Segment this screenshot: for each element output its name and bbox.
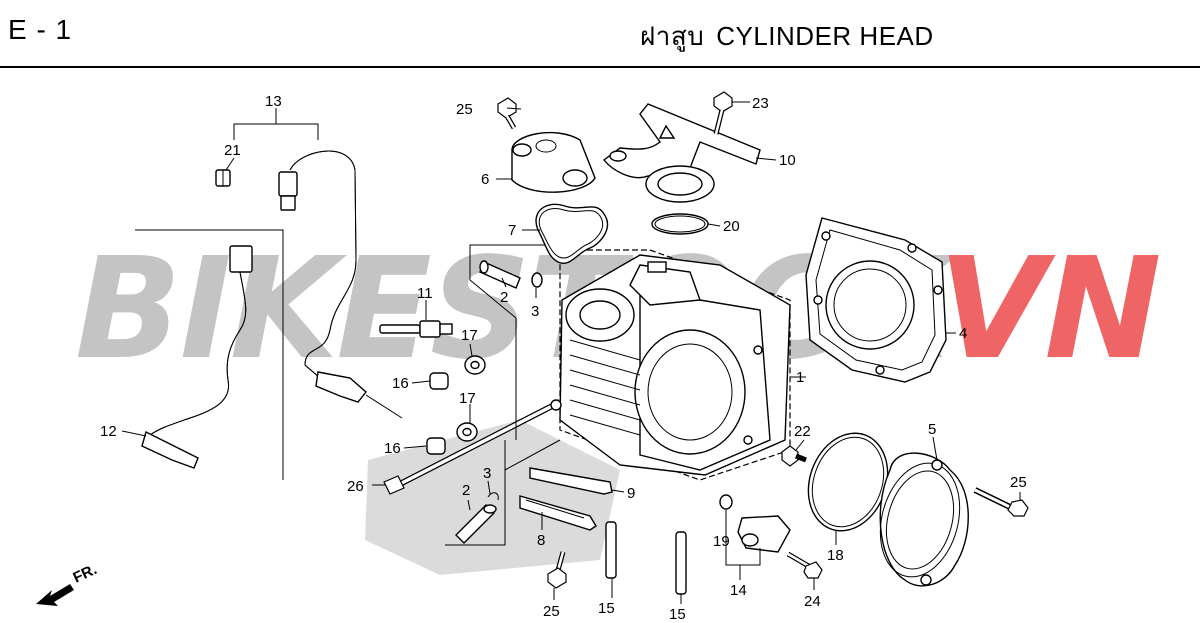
harness-box-frame (135, 229, 284, 480)
callout-9: 9 (627, 485, 635, 502)
callout-3-lower: 3 (483, 465, 491, 482)
callout-17-upper: 17 (461, 327, 478, 344)
part-22-bolt (781, 445, 807, 467)
header-rule (0, 66, 1200, 68)
valve-guide-group-box (445, 244, 561, 546)
callout-4: 4 (959, 325, 967, 342)
callout-26: 26 (347, 478, 364, 495)
callout-18: 18 (827, 547, 844, 564)
part-8-chain-guide (519, 495, 597, 531)
callout-16-lower: 16 (384, 440, 401, 457)
callout-11: 11 (417, 285, 433, 302)
part-17-washer-lower (456, 422, 478, 442)
callout-5: 5 (928, 421, 936, 438)
callout-7: 7 (508, 222, 516, 239)
callout-8: 8 (537, 532, 545, 549)
part-19-seal (719, 494, 733, 510)
part-25-bolt-bottom (547, 551, 567, 589)
callout-13: 13 (265, 93, 282, 110)
part-3-clip-upper (531, 272, 543, 288)
callout-numbers: 1 2 2 3 3 4 5 6 7 8 9 10 11 12 13 14 15 … (100, 93, 1027, 623)
callout-3-upper: 3 (531, 303, 539, 320)
callout-22: 22 (794, 423, 811, 440)
page-code: E - 1 (8, 14, 73, 45)
part-11-spark-plug (379, 320, 453, 338)
callout-12: 12 (100, 423, 117, 440)
part-16-cap-lower (426, 437, 446, 455)
part-24-bolt (786, 551, 823, 579)
part-13-wire-harness (278, 150, 403, 419)
part-21-connector (215, 169, 231, 187)
part-23-bolt (713, 91, 733, 135)
part-9-chain-guide (529, 467, 613, 495)
engine-shadow (365, 420, 620, 575)
part-17-washer-upper (464, 355, 486, 375)
front-direction-arrow: FR. (36, 561, 100, 606)
callout-23: 23 (752, 95, 769, 112)
callout-14: 14 (730, 582, 747, 599)
callout-25-bottom: 25 (543, 603, 560, 620)
part-16-cap-upper (429, 372, 449, 390)
callout-15-left: 15 (598, 600, 615, 617)
part-26-long-bolt (383, 399, 562, 495)
part-12-o2-sensor (141, 245, 253, 469)
callout-20: 20 (723, 218, 740, 235)
callout-24: 24 (804, 593, 821, 610)
callout-2-lower: 2 (462, 482, 470, 499)
callout-6: 6 (481, 171, 489, 188)
front-marker-label: FR. (71, 561, 100, 587)
part-2-valve-guide-lower (455, 504, 497, 544)
callout-17-lower: 17 (459, 390, 476, 407)
watermark-text-gray: BIKESTOCK (75, 228, 948, 391)
callout-25-right: 25 (1010, 474, 1027, 491)
part-1-cylinder-head (550, 249, 791, 481)
part-4-cylinder-gasket (805, 217, 947, 383)
part-5-side-cover (879, 452, 969, 587)
part-25-bolt-top (497, 97, 517, 130)
part-14-cam-sensor (737, 515, 791, 553)
callout-25-top: 25 (456, 101, 473, 118)
part-3-clip-lower (487, 492, 499, 501)
callout-1: 1 (796, 369, 804, 386)
part-2-valve-guide-upper (479, 260, 521, 289)
part-15-stud-left (605, 521, 617, 579)
callout-2-upper: 2 (500, 289, 508, 306)
page-title: ฝาสูบ CYLINDER HEAD (640, 16, 934, 57)
part-7-gasket (535, 203, 609, 264)
part-10-intake-pipe (603, 103, 761, 203)
callout-10: 10 (779, 152, 796, 169)
callout-16-upper: 16 (392, 375, 409, 392)
title-english: CYLINDER HEAD (716, 21, 934, 51)
callout-19: 19 (713, 533, 730, 550)
part-15-stud-right (675, 531, 687, 595)
leader-lines (121, 101, 1021, 604)
part-20-o-ring (651, 213, 709, 235)
title-thai: ฝาสูบ (640, 21, 705, 51)
watermark-text-red: VN (938, 228, 1162, 391)
callout-13-bracket (233, 108, 319, 140)
callout-21: 21 (224, 142, 241, 159)
callout-15-right: 15 (669, 606, 686, 623)
part-25-bolt-right (973, 487, 1029, 517)
part-6-tappet-cover (511, 132, 596, 193)
